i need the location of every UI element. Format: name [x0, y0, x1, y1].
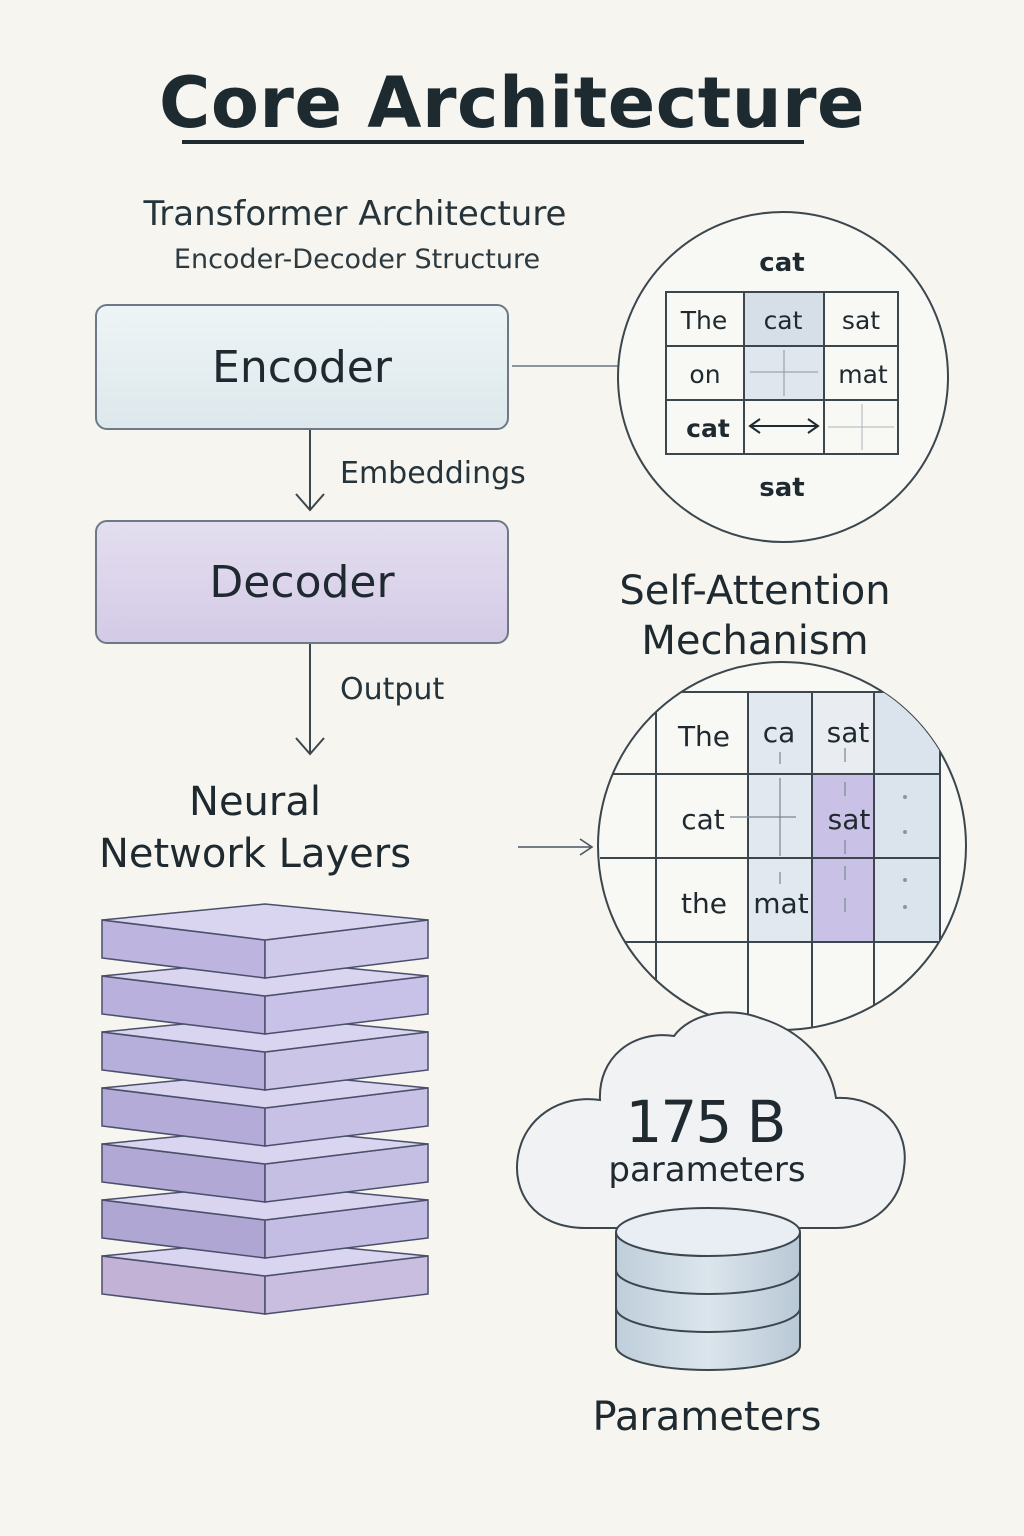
encoder-block: Encoder — [95, 304, 509, 430]
layer-stack — [101, 903, 429, 1315]
attention-cell: ca — [763, 716, 796, 749]
encoder-label: Encoder — [212, 341, 392, 393]
zoom-grid — [665, 291, 899, 455]
self-attention-title: Self-Attention Mechanism — [570, 566, 940, 666]
zoom-cell: The — [680, 306, 728, 335]
double-arrow-icon — [748, 418, 820, 434]
zoom-cell: on — [689, 360, 720, 389]
self-attention-title-line1: Self-Attention — [619, 568, 891, 614]
decoder-block: Decoder — [95, 520, 509, 644]
attention-cell: The — [677, 720, 730, 753]
attention-cell: sat — [827, 716, 870, 749]
network-layer-top — [101, 903, 429, 941]
neural-layers-title-line2: Network Layers — [98, 831, 412, 877]
decoder-label: Decoder — [209, 556, 395, 608]
output-label: Output — [340, 672, 445, 707]
attention-cell: sat — [828, 803, 871, 836]
neural-layers-title: Neural Network Layers — [60, 776, 450, 880]
parameter-count-label: parameters — [608, 1150, 806, 1190]
zoom-cell: cat — [764, 306, 803, 335]
neural-layers-title-line1: Neural — [189, 779, 321, 825]
attention-cell: mat — [753, 887, 808, 920]
zoom-bottom-word: sat — [759, 473, 804, 503]
title-underline — [182, 140, 804, 144]
zoom-cell: mat — [838, 360, 888, 389]
arrow-encoder-decoder — [295, 428, 325, 512]
zoom-cell: sat — [842, 306, 880, 335]
parameter-count: 175 B — [625, 1088, 787, 1156]
transformer-subtitle: Encoder-Decoder Structure — [173, 244, 541, 275]
self-attention-grid — [600, 691, 941, 1030]
self-attention-title-line2: Mechanism — [641, 618, 869, 664]
cloud-shape — [516, 1011, 906, 1229]
page-title: Core Architecture — [158, 62, 866, 144]
parameters-caption: Parameters — [592, 1394, 822, 1440]
attention-cell: cat — [681, 803, 725, 836]
zoom-cell: cat — [686, 414, 730, 443]
arrow-layers-attention — [518, 838, 594, 856]
arrow-decoder-layers — [295, 642, 325, 756]
transformer-title: Transformer Architecture — [143, 194, 567, 234]
attention-cell: the — [681, 887, 727, 920]
embeddings-label: Embeddings — [340, 456, 526, 491]
database-cylinder-icon — [615, 1207, 801, 1371]
zoom-top-word: cat — [759, 248, 804, 278]
